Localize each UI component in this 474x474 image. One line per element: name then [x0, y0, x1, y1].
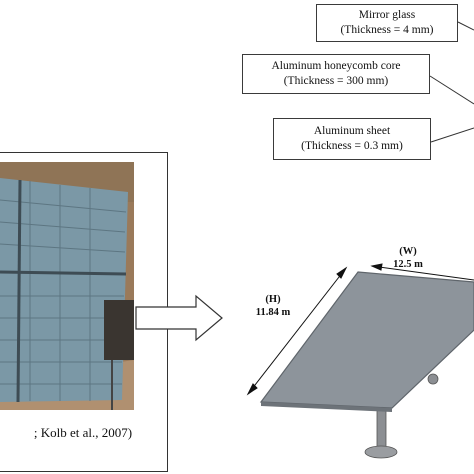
height-dimension-line — [246, 266, 348, 396]
height-value: 11.84 m — [255, 307, 291, 318]
mirror-glass-thickness: (Thickness = 4 mm) — [340, 24, 434, 36]
height-dimension-label: (H) 11.84 m — [253, 293, 293, 319]
aluminum-sheet-label-box: Aluminum sheet (Thickness = 0.3 mm) — [273, 118, 431, 160]
honeycomb-core-label-box: Aluminum honeycomb core (Thickness = 300… — [242, 54, 430, 94]
width-symbol: (W) — [399, 246, 417, 257]
heliostat-photo — [0, 162, 134, 410]
width-value: 12.5 m — [393, 259, 423, 270]
honeycomb-core-thickness: (Thickness = 300 mm) — [283, 75, 389, 87]
mirror-glass-name: Mirror glass — [358, 9, 416, 21]
aluminum-sheet-name: Aluminum sheet — [313, 125, 391, 137]
honeycomb-core-name: Aluminum honeycomb core — [271, 60, 401, 72]
heliostat-3d-model — [259, 271, 474, 459]
height-symbol: (H) — [265, 294, 281, 305]
photo-caption: ; Kolb et al., 2007) — [33, 425, 133, 440]
honeycomb-leader-line — [429, 75, 474, 105]
width-dimension-line — [370, 263, 474, 281]
mirror-glass-label-box: Mirror glass (Thickness = 4 mm) — [316, 4, 458, 42]
sheet-leader-line — [430, 127, 474, 143]
width-dimension-label: (W) 12.5 m — [383, 245, 433, 271]
aluminum-sheet-thickness: (Thickness = 0.3 mm) — [301, 140, 403, 152]
right-arrow — [135, 294, 223, 342]
mirror-leader-line — [457, 21, 474, 31]
